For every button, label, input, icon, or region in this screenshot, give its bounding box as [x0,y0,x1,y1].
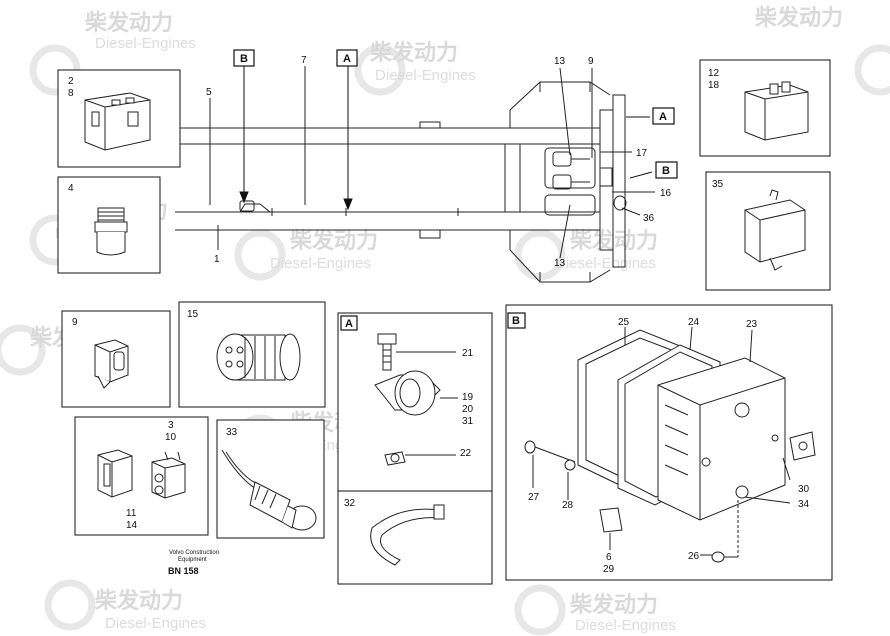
main-labels: 5 7 1 13 9 13 17 16 36 [206,55,672,269]
relay-socket-icon [84,92,151,151]
svg-text:B: B [512,315,520,327]
watermark-brand: 柴发动力 [94,588,183,614]
detail-box-a: A 21 19 20 31 22 [337,312,493,492]
watermark-brand: 柴发动力 [754,5,843,31]
svg-text:4: 4 [68,183,74,194]
sensor-icon [221,449,317,531]
svg-text:26: 26 [688,551,700,562]
label-17: 17 [636,148,648,159]
detail-box-2-8: 2 8 [57,69,181,168]
clamp-bolt-icon [374,333,441,466]
watermark-brand: 柴发动力 [569,592,658,618]
watermark-sub: Diesel-Engines [95,35,196,52]
svg-text:2: 2 [68,76,74,87]
pressure-switch-icon [94,207,128,256]
svg-text:B: B [662,165,670,177]
svg-text:19: 19 [462,392,474,403]
svg-text:18: 18 [708,80,720,91]
watermark-brand: 柴发动力 [369,40,458,66]
two-pin-connector-icon [97,449,186,499]
svg-text:15: 15 [187,309,199,320]
footer-code: BN 158 [168,566,199,576]
svg-text:12: 12 [708,68,720,79]
relay-icon [744,81,809,141]
svg-text:32: 32 [344,498,356,509]
svg-text:24: 24 [688,317,700,328]
detail-box-15: 15 [178,301,326,408]
svg-text:27: 27 [528,492,540,503]
label-7: 7 [301,55,307,66]
watermark-sub: Diesel-Engines [270,255,371,272]
detail-box-32: 32 [337,490,493,585]
label-9: 9 [588,56,594,67]
detail-box-9: 9 [61,310,171,408]
watermark-sub: Diesel-Engines [105,615,206,632]
callout-box-a-top: A [336,49,358,67]
svg-text:20: 20 [462,404,474,415]
detail-box-b: B [505,304,833,581]
svg-text:3: 3 [168,420,174,431]
label-5: 5 [206,87,212,98]
svg-text:8: 8 [68,88,74,99]
svg-text:A: A [343,53,351,65]
svg-text:14: 14 [126,520,138,531]
svg-text:30: 30 [798,484,810,495]
svg-text:34: 34 [798,499,810,510]
svg-text:33: 33 [226,427,238,438]
detail-box-35: 35 [705,171,831,291]
svg-text:23: 23 [746,319,758,330]
svg-text:A: A [345,318,353,330]
svg-text:A: A [659,111,667,123]
round-plug-icon [216,333,301,381]
label-16: 16 [660,188,672,199]
label-1: 1 [214,254,220,265]
svg-text:6: 6 [606,552,612,563]
svg-text:29: 29 [603,564,615,575]
callout-arrow-b [239,66,653,204]
bracket-relay-icon [744,189,806,271]
svg-text:22: 22 [460,448,472,459]
label-13-bottom: 13 [554,258,566,269]
watermark-brand: 柴发动力 [84,10,173,36]
detail-box-33: 33 [216,419,325,539]
svg-text:21: 21 [462,348,474,359]
footer-division: Equipment [178,557,207,563]
callout-arrow-a [343,66,650,211]
cable-tie-icon [370,504,445,566]
detail-box-4: 4 [57,176,161,274]
chassis-frame [175,66,655,283]
callout-box-b-top: B [233,49,255,67]
watermark-sub: Diesel-Engines [555,255,656,272]
callout-box-b-right: B [655,161,678,179]
detail-box-3-10-11-14: 3 10 11 14 [74,416,209,536]
svg-text:11: 11 [126,508,137,519]
control-unit-icon [524,329,816,563]
drawing-footer: Volvo Construction Equipment BN 158 [168,550,219,576]
connector-icon [94,339,129,389]
watermark-brand: 柴发动力 [569,228,658,254]
svg-text:28: 28 [562,500,574,511]
svg-text:35: 35 [712,179,724,190]
svg-text:B: B [240,53,248,65]
label-36: 36 [643,213,655,224]
svg-text:31: 31 [462,416,474,427]
watermark-brand: 柴发动力 [289,228,378,254]
watermark-sub: Diesel-Engines [375,67,476,84]
label-13-top: 13 [554,56,566,67]
detail-box-12-18: 12 18 [699,59,831,157]
svg-text:25: 25 [618,317,630,328]
footer-company: Volvo Construction [169,550,219,556]
svg-text:10: 10 [165,432,177,443]
callout-box-a-right: A [652,107,675,125]
watermark-sub: Diesel-Engines [575,617,676,634]
svg-text:9: 9 [72,317,78,328]
